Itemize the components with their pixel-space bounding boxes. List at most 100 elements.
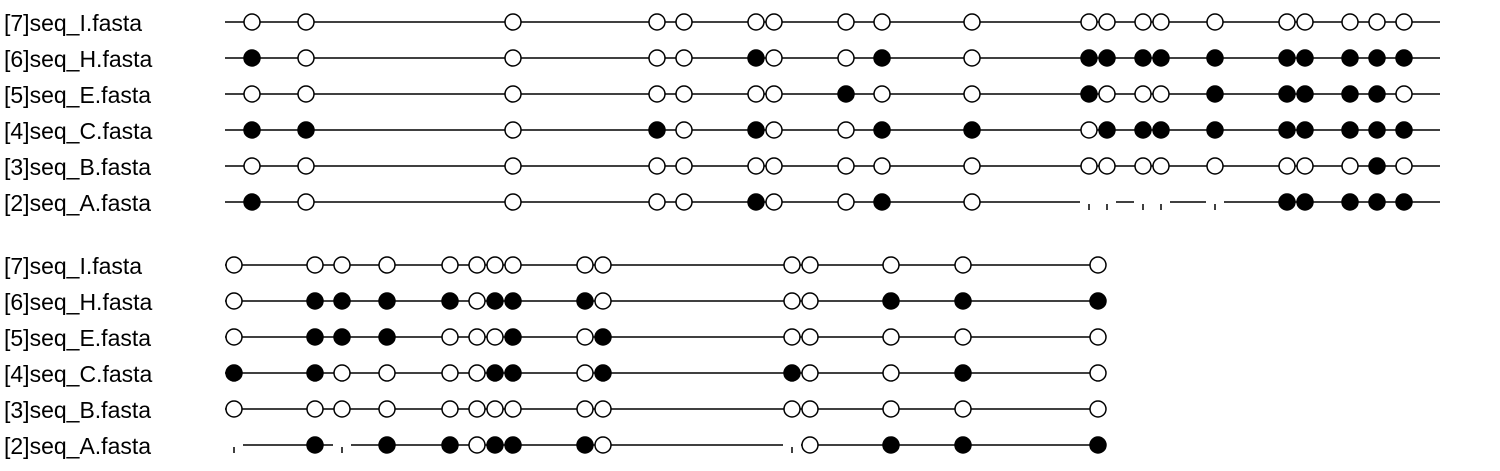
variant-empty-marker [837,13,855,31]
variant-empty-marker [297,13,315,31]
row-label: [2]seq_A.fasta [4,433,152,459]
variant-empty-marker [594,256,612,274]
variant-empty-marker [378,256,396,274]
variant-empty-marker [963,13,981,31]
variant-filled-marker [1152,49,1170,67]
variant-empty-marker [1341,13,1359,31]
variant-empty-marker [378,400,396,418]
variant-empty-marker [1089,364,1107,382]
variant-empty-marker [297,49,315,67]
variant-filled-marker [1278,49,1296,67]
variant-empty-marker [297,193,315,211]
variant-filled-marker [1296,121,1314,139]
variant-empty-marker [882,364,900,382]
variant-empty-marker [882,328,900,346]
variant-empty-marker [486,400,504,418]
variant-filled-marker [1341,121,1359,139]
variant-filled-marker [333,328,351,346]
variant-filled-marker [594,328,612,346]
variant-filled-marker [594,364,612,382]
variant-empty-marker [837,121,855,139]
variant-filled-marker [1089,292,1107,310]
variant-empty-marker [783,328,801,346]
variant-filled-marker [1278,121,1296,139]
row-label: [3]seq_B.fasta [4,154,152,180]
variant-filled-marker [1296,49,1314,67]
row-label: [5]seq_E.fasta [4,82,152,108]
variant-empty-marker [675,157,693,175]
variant-filled-marker [1296,193,1314,211]
variant-filled-marker [882,436,900,454]
variant-empty-marker [504,121,522,139]
variant-empty-marker [1089,256,1107,274]
variant-empty-marker [441,400,459,418]
variant-empty-marker [243,157,261,175]
variant-filled-marker [747,193,765,211]
gap-mask [333,442,351,448]
variant-empty-marker [576,400,594,418]
variant-empty-marker [783,256,801,274]
variant-empty-marker [1152,85,1170,103]
variant-empty-marker [1395,85,1413,103]
variant-empty-marker [1080,13,1098,31]
variant-empty-marker [576,328,594,346]
variant-empty-marker [1080,157,1098,175]
variant-empty-marker [504,49,522,67]
variant-empty-marker [504,85,522,103]
variant-filled-marker [1080,85,1098,103]
row-label: [3]seq_B.fasta [4,397,152,423]
variant-empty-marker [765,49,783,67]
variant-filled-marker [378,292,396,310]
row-label: [7]seq_I.fasta [4,253,143,279]
variant-filled-marker [441,292,459,310]
variant-filled-marker [1341,85,1359,103]
variant-filled-marker [783,364,801,382]
variant-filled-marker [873,49,891,67]
variant-filled-marker [243,49,261,67]
variant-empty-marker [468,400,486,418]
variant-empty-marker [1080,121,1098,139]
variant-empty-marker [1206,157,1224,175]
variant-empty-marker [675,85,693,103]
variant-empty-marker [954,256,972,274]
variant-empty-marker [333,364,351,382]
variant-empty-marker [648,157,666,175]
variant-filled-marker [963,121,981,139]
variant-empty-marker [963,85,981,103]
gap-mask [1080,199,1098,205]
variant-filled-marker [1395,121,1413,139]
variant-filled-marker [306,292,324,310]
variant-filled-marker [306,328,324,346]
variant-empty-marker [1296,13,1314,31]
gap-mask [1206,199,1224,205]
variant-empty-marker [576,256,594,274]
variant-filled-marker [648,121,666,139]
variant-empty-marker [225,328,243,346]
variant-filled-marker [1206,85,1224,103]
variant-empty-marker [1206,13,1224,31]
variant-empty-marker [675,193,693,211]
variant-filled-marker [576,436,594,454]
variant-empty-marker [306,256,324,274]
variant-empty-marker [243,13,261,31]
gap-mask [225,442,243,448]
variant-filled-marker [306,436,324,454]
row-label: [6]seq_H.fasta [4,289,153,315]
variant-filled-marker [1395,49,1413,67]
variant-empty-marker [594,400,612,418]
variant-empty-marker [441,256,459,274]
variant-filled-marker [333,292,351,310]
variant-empty-marker [468,256,486,274]
variant-filled-marker [1368,157,1386,175]
variant-filled-marker [576,292,594,310]
variant-empty-marker [873,85,891,103]
variant-empty-marker [873,13,891,31]
variant-filled-marker [1296,85,1314,103]
variant-empty-marker [747,13,765,31]
variant-filled-marker [225,364,243,382]
variant-empty-marker [1278,13,1296,31]
variant-filled-marker [504,292,522,310]
variant-filled-marker [954,292,972,310]
variant-empty-marker [306,400,324,418]
